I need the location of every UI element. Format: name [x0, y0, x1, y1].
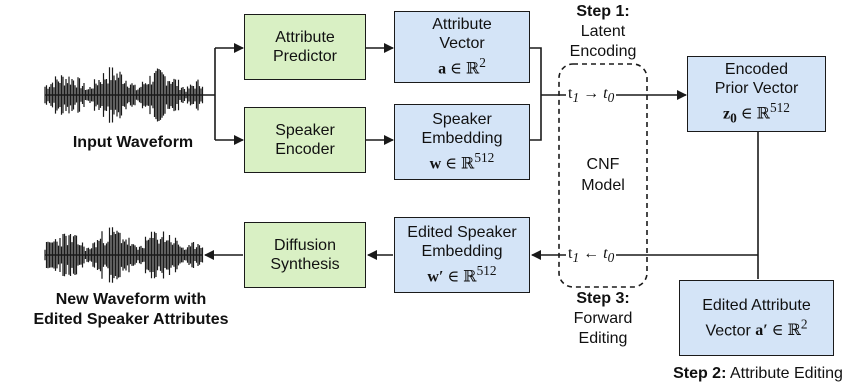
attribute-vector-formula: a ∈ ℝ2: [438, 55, 486, 78]
box-label-line: Edited Attribute: [702, 296, 811, 314]
connector-attribute-vector-out: [530, 47, 542, 95]
step3-line2: Editing: [578, 330, 628, 347]
step1-line2: Encoding: [569, 43, 637, 60]
encoded-prior-vector-box: Encoded Prior Vector z0 ∈ ℝ512: [687, 56, 826, 132]
input-waveform-label: Input Waveform: [72, 134, 194, 151]
edited-speaker-embedding-formula: w′ ∈ ℝ512: [427, 263, 497, 286]
box-label-line: Encoded: [724, 61, 789, 79]
box-label-line: Speaker: [432, 111, 492, 129]
box-label-line: Embedding: [421, 130, 503, 148]
step1-title: Step 1:: [576, 3, 630, 20]
connector-speaker-embedding-out: [530, 95, 542, 141]
box-label-line: Prior Vector: [714, 80, 799, 98]
diffusion-synthesis-box: Diffusion Synthesis: [244, 222, 366, 288]
edited-speaker-embedding-box: Edited Speaker Embedding w′ ∈ ℝ512: [394, 217, 530, 293]
box-label-line: Speaker: [275, 122, 335, 139]
step1-line1: Latent: [580, 23, 626, 40]
input-waveform: [44, 67, 204, 123]
box-label-line: Embedding: [421, 243, 503, 261]
step3-title: Step 3:: [576, 290, 630, 307]
output-waveform-label-line1: New Waveform with: [55, 291, 207, 308]
step2-label: Step 2: Attribute Editing: [673, 365, 843, 382]
cnf-label: CNF: [586, 156, 620, 173]
attribute-vector-box: Attribute Vector a ∈ ℝ2: [394, 11, 530, 83]
edited-attribute-vector-line2: Vector a′ ∈ ℝ2: [705, 316, 808, 340]
box-label-line: Edited Speaker: [407, 224, 517, 242]
speaker-encoder-box: Speaker Encoder: [244, 107, 366, 173]
box-label-line: Predictor: [272, 48, 338, 65]
attribute-predictor-box: Attribute Predictor: [244, 14, 366, 80]
cnf-model-boundary: [558, 63, 648, 288]
speaker-embedding-box: Speaker Embedding w ∈ ℝ512: [394, 104, 530, 180]
edited-attribute-vector-box: Edited Attribute Vector a′ ∈ ℝ2: [679, 280, 834, 356]
encode-transition: t1 → t0: [566, 85, 617, 107]
box-label-line: Diffusion: [274, 237, 336, 254]
speaker-embedding-formula: w ∈ ℝ512: [429, 150, 495, 173]
box-label-line: Attribute: [275, 29, 335, 46]
box-label-line: Attribute: [432, 16, 492, 34]
step3-line1: Forward: [573, 310, 633, 327]
box-label-line: Encoder: [275, 141, 335, 158]
forward-transition: t1 ← t0: [566, 245, 617, 267]
connector-input-split: [202, 48, 216, 140]
box-label-line: Synthesis: [270, 256, 340, 273]
encoded-prior-formula: z0 ∈ ℝ512: [723, 100, 790, 126]
box-label-line: Vector: [439, 35, 485, 53]
output-waveform: [44, 227, 204, 283]
output-waveform-label-line2: Edited Speaker Attributes: [33, 311, 229, 328]
cnf-model-label: Model: [581, 177, 625, 194]
